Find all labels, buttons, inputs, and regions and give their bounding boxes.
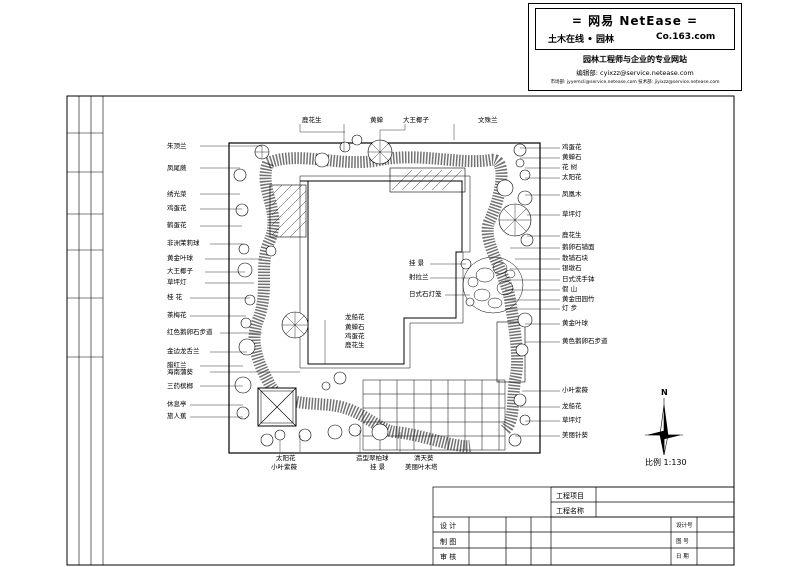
plant-label: 腊红兰 [167,361,187,369]
plant-label: 黄金叶球 [167,254,193,262]
contact-emails: 市场部: jyyemcli@service.netease.com 技术部: j… [550,80,720,85]
plant-label: 鹿花生 [302,116,322,124]
pebble-path [248,160,471,453]
house-outline [299,175,471,369]
plant-label: 日式石灯笼 [409,290,442,298]
north-arrow [645,398,683,456]
plant-label: 射拉兰 [409,273,429,281]
plant-label: 银墩石 [562,264,582,272]
plant-label: 黄金叶球 [562,319,588,327]
plant-label: 旅人蕉 [167,412,187,420]
plant-label: 假 山 [562,285,578,293]
plant-label: 黄金田园竹 [562,295,595,303]
pebble-path-east [265,151,524,435]
plant-label: 三药槟榔 [167,382,193,390]
drawing-no-label: 设计号 [676,523,693,529]
plant-label: 大王椰子 [403,116,429,124]
plant-label: 黄蝉 [370,116,383,124]
plant-label: 美丽叶木塔 [405,463,438,471]
project-label: 工程项目 [556,492,584,500]
plant-label: 黄蝉石 [345,323,365,331]
channel-name: 土木在线 • 园林 [548,35,615,45]
name-label: 工程名称 [556,507,584,515]
plant-label: 草坪灯 [167,278,187,286]
plant-label: 茶梅花 [167,311,187,319]
plant-label: 鸡蛋花 [562,143,582,151]
plant-label: 清天葵 [414,454,434,462]
header-box: = 网易 NetEase = 土木在线 • 园林 Co.163.com 园林工程… [528,3,742,91]
top-patio [389,167,466,193]
sheet-no-label: 图 号 [676,539,689,545]
plant-label: 朱顶兰 [167,142,187,150]
plant-label: 大王椰子 [167,267,193,275]
plant-label: 草坪灯 [562,210,582,218]
plant-label: 鸡蛋花 [167,204,187,212]
plant-label: 鹿花生 [345,341,365,349]
plant-label: 鹤蛋花 [167,221,187,229]
plant-label: 鹅卵石铺面 [562,243,595,251]
brand-title: = 网易 NetEase = [571,14,699,28]
scale-text: 比例 1:130 [645,458,687,467]
plant-label: 休息亭 [167,400,187,408]
plant-label: 鸡蛋花 [345,332,365,340]
plant-label: 凤凰木 [562,190,582,198]
title-block [432,486,735,566]
site-domain: Co.163.com [656,32,716,42]
plant-label: 太阳花 [276,454,296,462]
plant-label: 草坪灯 [562,416,582,424]
plant-label: 金边龙舌兰 [167,347,200,355]
draw-label: 制 图 [440,538,457,546]
plant-label: 太阳花 [562,173,582,181]
plant-label: 海南蒲葵 [167,368,193,376]
plant-label: 凤尾蕨 [167,164,187,172]
plant-label: 黄蝉石 [562,153,582,161]
plant-label: 桂 花 [167,293,183,301]
north-letter: N [661,388,668,397]
plant-label: 造型翠柏球 [356,454,389,462]
sheet-frame [66,95,735,566]
plant-label: 散铺石块 [562,254,588,262]
plant-label: 挂 景 [370,463,386,471]
design-label: 设 计 [440,522,457,530]
plant-label: 龙船花 [562,402,582,410]
plant-label: 龙船花 [345,313,365,321]
plant-label: 绣光菜 [167,190,187,198]
pavilion [257,387,297,427]
plant-label: 挂 景 [409,259,425,267]
plant-label: 文殊兰 [478,116,498,124]
plant-label: 日式洗手钵 [562,275,595,283]
date-label: 日 期 [676,554,689,560]
plant-label: 非洲茉莉球 [167,239,200,247]
plant-label: 小叶紫薇 [271,463,297,471]
plant-label: 花 树 [562,163,578,171]
plant-label: 鹿花生 [562,231,582,239]
plant-label: 小叶紫薇 [562,386,588,394]
plant-label: 灯 步 [562,304,578,312]
editor-email: 编辑部: cyixzz@service.netease.com [576,69,694,77]
tagline: 园林工程师与企业的专业网站 [583,55,687,64]
review-label: 审 核 [440,553,457,561]
plant-label: 黄色鹅卵石步道 [562,337,608,345]
house-footprint [300,180,463,365]
leader-lines [190,124,560,452]
plant-label: 美丽针葵 [562,431,588,439]
plant-label: 红色鹅卵石步道 [167,328,213,336]
header-brand-box: = 网易 NetEase = 土木在线 • 园林 Co.163.com [535,8,735,50]
rockery [462,256,524,314]
